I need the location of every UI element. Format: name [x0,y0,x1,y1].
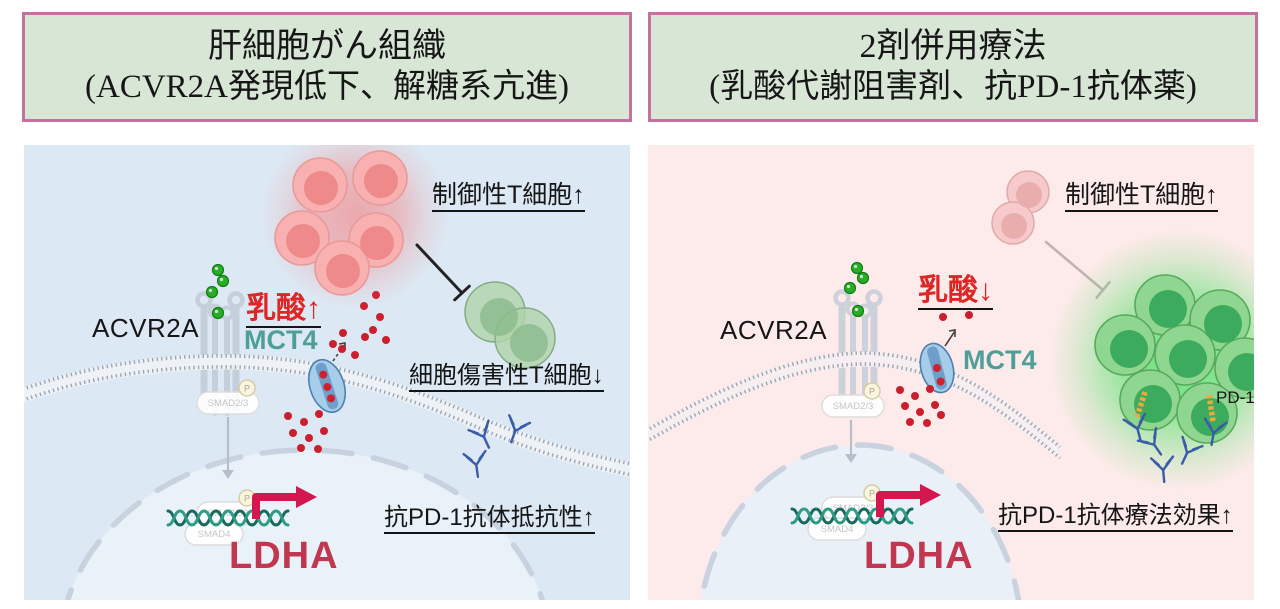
cell-membrane [24,354,630,478]
lactate-label: 乳酸↓ [918,265,993,310]
ldha-label: LDHA [864,535,974,577]
treg-label: 制御性T細胞↑ [1065,175,1218,212]
right-header-subtitle: (乳酸代謝阻害剤、抗PD-1抗体薬) [709,68,1197,105]
phosphate-label: P [244,384,250,394]
cell-membrane [648,351,1065,460]
inhibition-arrow [415,243,471,302]
cytotoxic-t-cells [464,281,556,369]
effect-label: 抗PD-1抗体療法効果↑ [998,495,1233,532]
phosphate-nuclear-label: P [869,489,875,499]
left-header-title: 肝細胞がん組織 [208,28,446,66]
lactate-label: 乳酸↑ [246,283,321,328]
transcription-arrow [876,484,941,517]
left-panel-illustration: SMAD2/3 P SMAD2/3 P SMAD4 [24,145,630,600]
mct4-label: MCT4 [244,325,318,355]
smad23-nuclear-label: SMAD2/3 [208,508,249,519]
right-header-title: 2剤併用療法 [859,28,1047,66]
resistance-label: 抗PD-1抗体抵抗性↑ [384,497,595,534]
mct4-label: MCT4 [963,345,1037,375]
mct4-transporter [308,358,346,414]
phosphate-label: P [869,387,875,397]
phosphate-icon [238,379,256,397]
phosphate-icon [863,382,881,400]
treg-cell-cluster [991,170,1050,245]
pd1-label: PD-1 [1216,388,1254,407]
phosphate-nuclear-label: P [244,494,250,504]
acvr2a-label: ACVR2A [720,315,828,345]
acvr2a-label: ACVR2A [92,313,200,343]
right-header-box: 2剤併用療法 (乳酸代謝阻害剤、抗PD-1抗体薬) [648,12,1258,122]
smad-translocation-arrow [845,420,857,463]
lactate-dots-intracellular [284,410,328,453]
smad23-label: SMAD2/3 [833,401,874,412]
nuclear-envelope [698,442,1022,600]
smad-complex-cytoplasm: SMAD2/3 P [821,382,885,418]
treg-label: 制御性T細胞↑ [432,175,585,212]
left-header-box: 肝細胞がん組織 (ACVR2A発現低下、解糖系亢進) [22,12,632,122]
smad4-label: SMAD4 [198,529,231,540]
dna-helix [790,507,914,525]
ctl-label: 細胞傷害性T細胞↓ [409,355,604,392]
lactate-export-arrow [944,329,956,347]
right-panel-illustration: SMAD2/3 P SMAD2/3 P SMAD4 [648,170,1254,600]
dna-helix [166,509,290,527]
treg-cell-cluster [274,150,408,296]
nucleus [64,447,546,600]
transcription-arrow [252,486,317,519]
cytotoxic-t-cell-cluster [1094,274,1254,444]
ligand-dots [205,263,230,320]
right-panel: SMAD2/3 P SMAD2/3 P SMAD4 [648,145,1254,600]
lactate-dots-extracellular [939,311,973,321]
smad4-label: SMAD4 [821,524,854,535]
ligand-dots [843,261,870,318]
pd1-receptor-icon [1134,391,1216,422]
left-header-subtitle: (ACVR2A発現低下、解糖系亢進) [85,68,569,105]
lactate-dots-intracellular [896,385,945,427]
left-panel: SMAD2/3 P SMAD2/3 P SMAD4 [24,145,630,600]
smad-complex-cytoplasm: SMAD2/3 P [196,379,260,415]
smad23-label: SMAD2/3 [208,398,249,409]
ldha-label: LDHA [229,535,339,577]
mct4-transporter [919,342,955,394]
smad-translocation-arrow [222,417,234,479]
